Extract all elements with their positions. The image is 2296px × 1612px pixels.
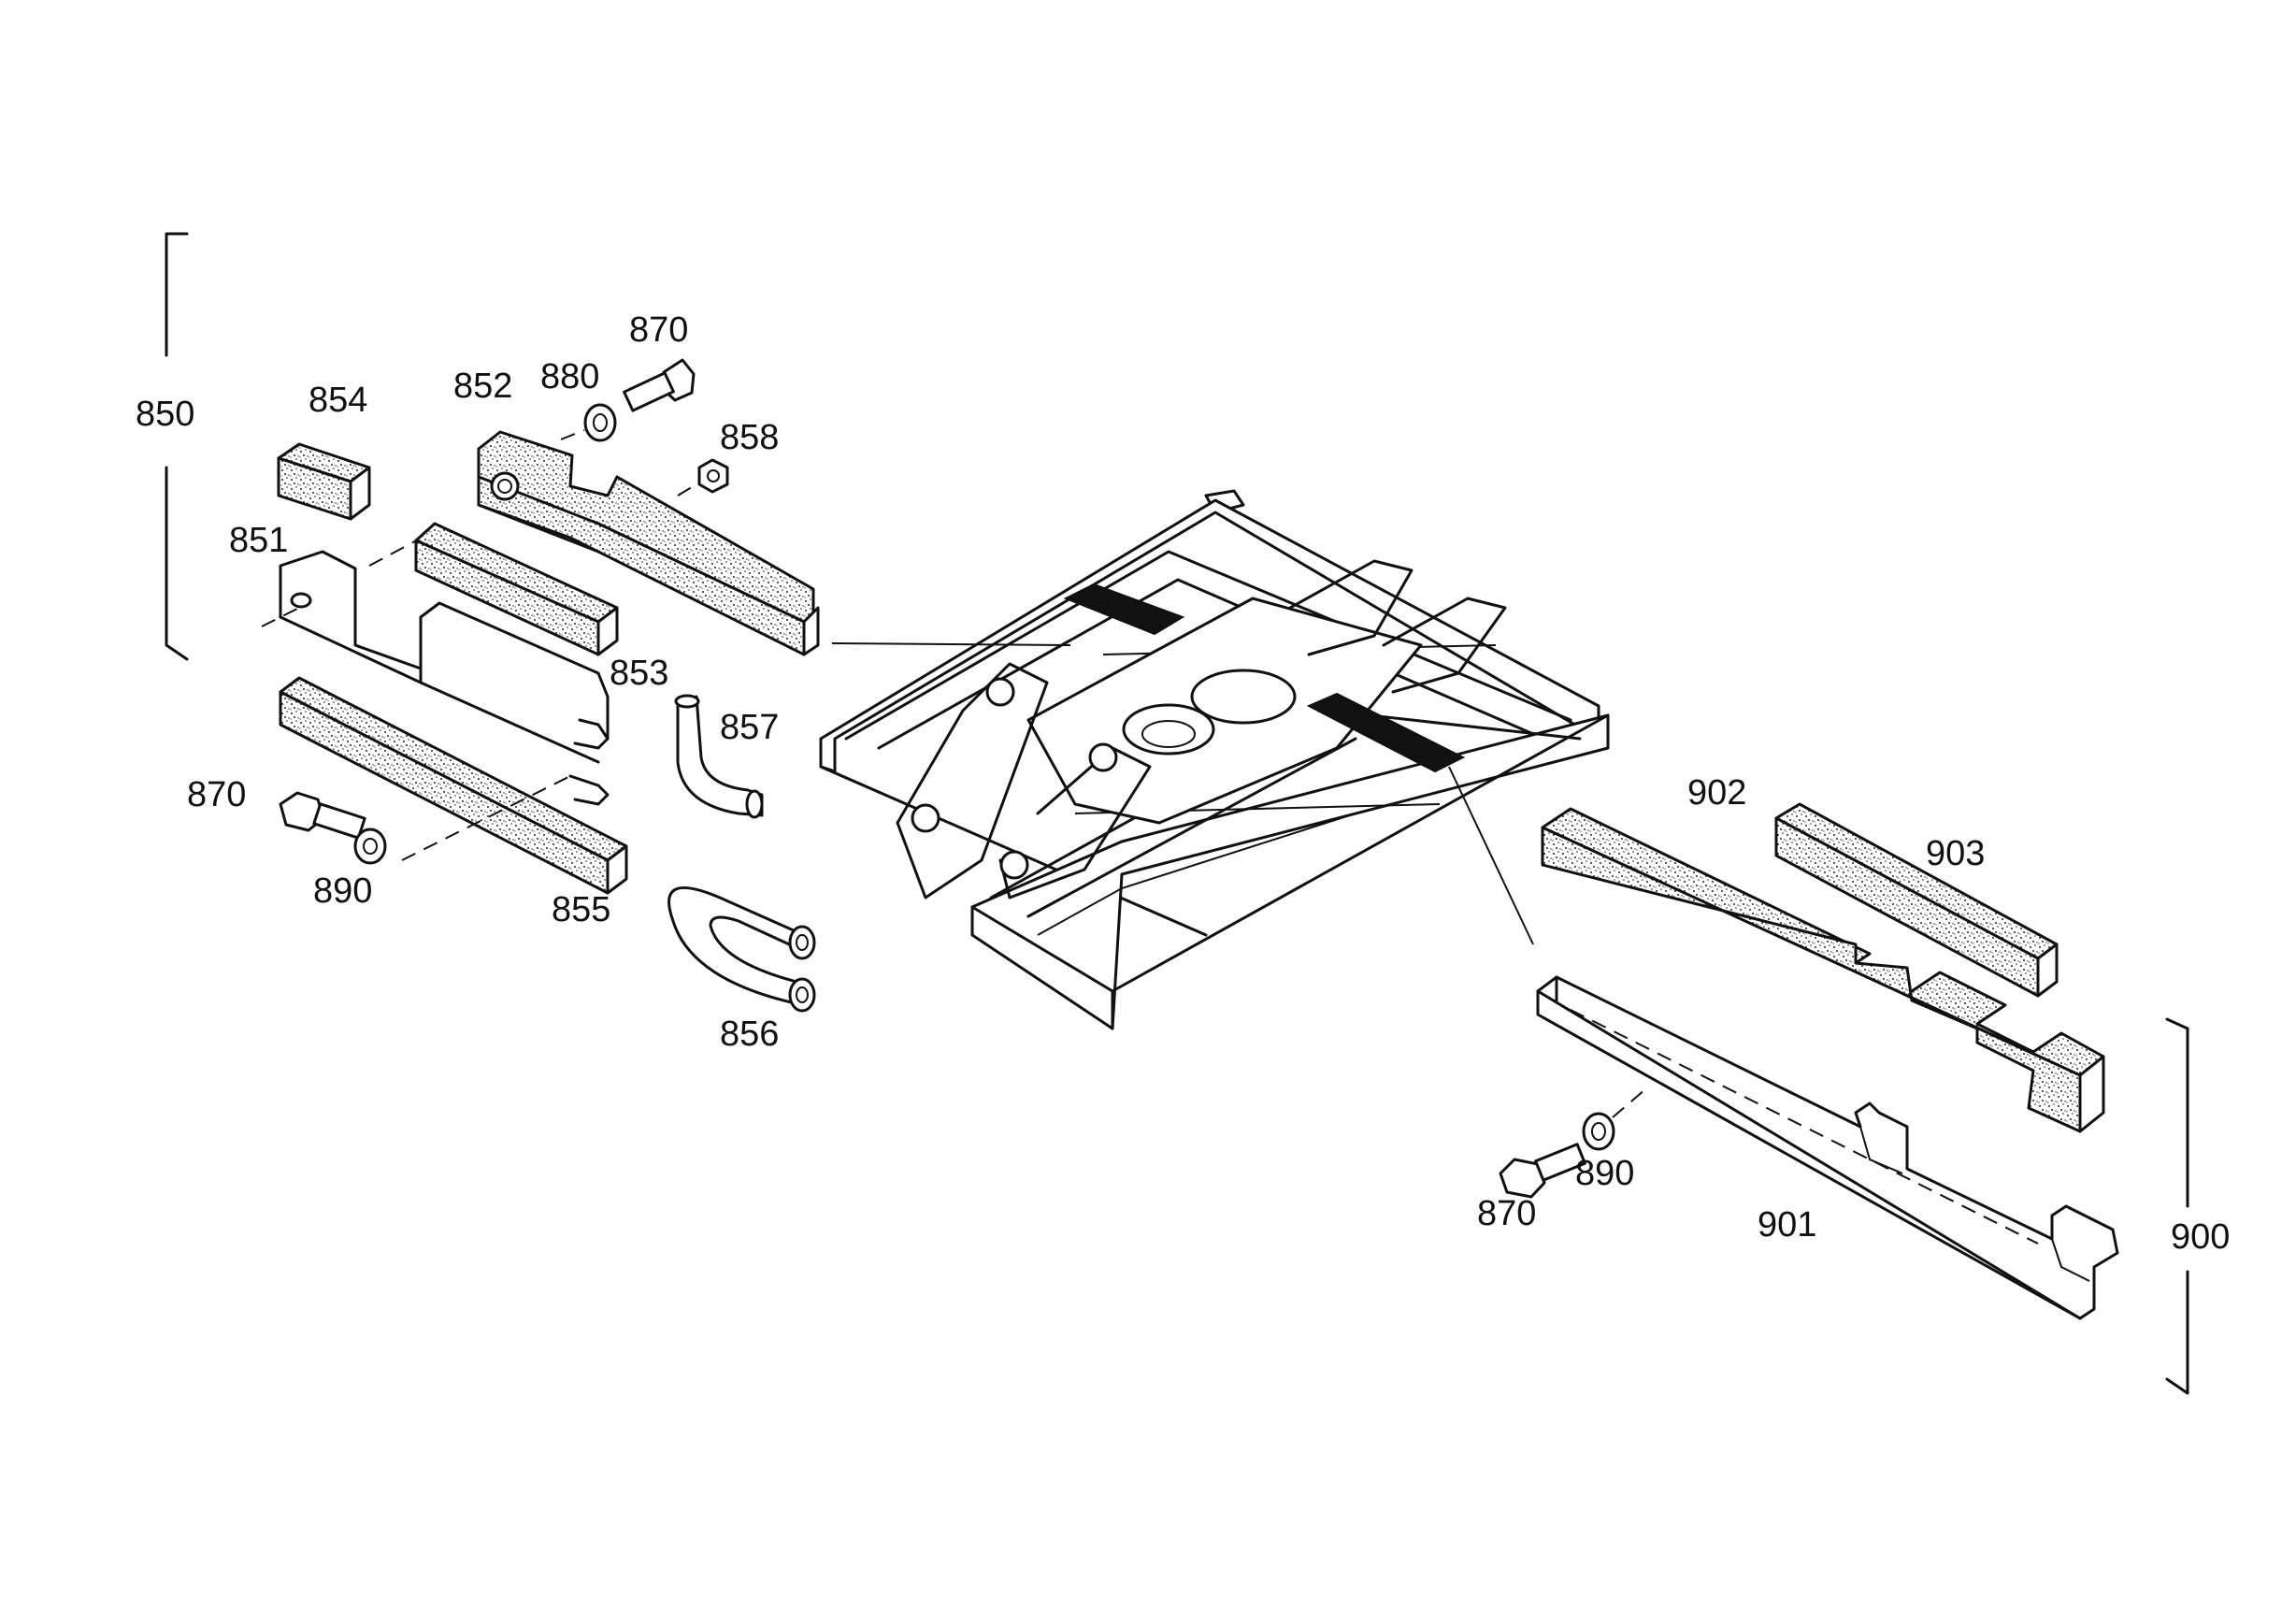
part-855-foam-strip-lower bbox=[279, 676, 628, 895]
part-858-nut bbox=[697, 458, 729, 494]
leader-line-lower bbox=[1448, 766, 1534, 945]
dash-line-851-left bbox=[261, 607, 300, 627]
label-857: 857 bbox=[720, 708, 779, 747]
label-856: 856 bbox=[720, 1015, 779, 1054]
dash-line-851-852 bbox=[368, 527, 440, 567]
bracket-group-900 bbox=[2165, 1017, 2189, 1395]
label-854: 854 bbox=[309, 381, 367, 420]
part-903-foam-strip bbox=[1774, 802, 2059, 998]
dash-line-890-left bbox=[401, 775, 571, 861]
part-870-bolt-left bbox=[279, 791, 366, 840]
part-foam-strip-upper bbox=[414, 522, 619, 656]
part-851-bracket bbox=[279, 550, 610, 806]
label-890-right: 890 bbox=[1575, 1154, 1634, 1193]
part-880-washer bbox=[583, 403, 617, 442]
part-890-washer-right bbox=[1582, 1112, 1615, 1151]
part-870-bolt-right bbox=[1499, 1143, 1586, 1199]
label-870-left: 870 bbox=[187, 775, 246, 814]
label-870-upper: 870 bbox=[629, 310, 688, 350]
part-890-washer-left bbox=[353, 828, 387, 865]
label-858: 858 bbox=[720, 418, 779, 457]
part-901-channel bbox=[1536, 975, 2119, 1320]
dash-line-890-right bbox=[1612, 1088, 1646, 1118]
label-852: 852 bbox=[453, 367, 512, 406]
label-870-right: 870 bbox=[1477, 1194, 1536, 1233]
label-855: 855 bbox=[552, 890, 610, 929]
seat-base-frame bbox=[819, 489, 1610, 1030]
part-852-foam-bolster bbox=[477, 430, 820, 656]
label-890-left: 890 bbox=[313, 871, 372, 911]
label-902: 902 bbox=[1687, 773, 1746, 813]
label-880: 880 bbox=[540, 357, 599, 396]
dash-line-880 bbox=[560, 429, 585, 440]
label-853: 853 bbox=[610, 654, 668, 693]
dash-line-858 bbox=[677, 483, 697, 497]
leader-line-upper bbox=[831, 642, 1071, 646]
part-854-foam-block bbox=[277, 442, 371, 521]
part-902-foam-pad bbox=[1541, 807, 2105, 1133]
part-856-u-tube bbox=[667, 885, 816, 1013]
label-901: 901 bbox=[1758, 1205, 1816, 1245]
label-851: 851 bbox=[229, 521, 288, 560]
label-903: 903 bbox=[1926, 834, 1985, 873]
part-857-tube bbox=[674, 694, 764, 819]
bracket-group-850 bbox=[165, 232, 189, 661]
label-900: 900 bbox=[2171, 1217, 2230, 1257]
label-850: 850 bbox=[136, 395, 194, 434]
part-870-bolt-upper bbox=[623, 358, 696, 412]
